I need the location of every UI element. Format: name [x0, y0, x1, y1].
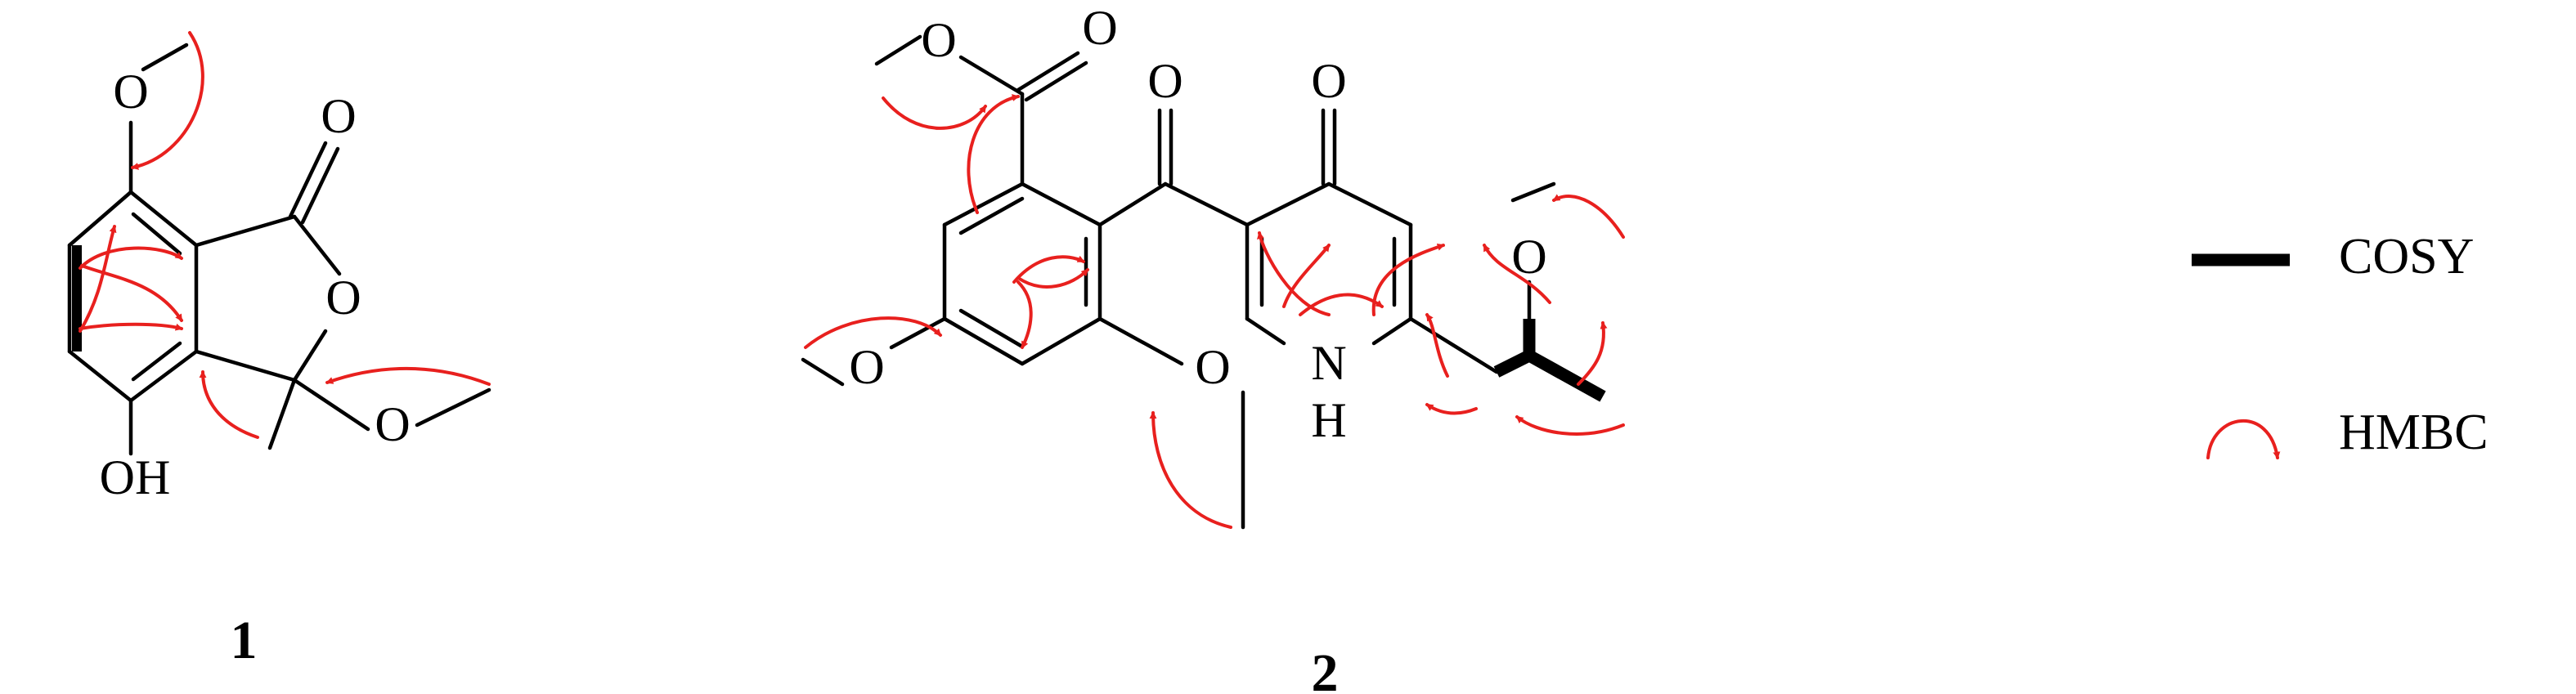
compound-1-bonds — [67, 43, 491, 456]
legend: COSY HMBC — [2192, 229, 2488, 460]
atom-h: H — [1311, 393, 1346, 447]
atom-n: N — [1311, 336, 1346, 390]
legend-cosy: COSY — [2192, 229, 2474, 284]
atom-o: O — [113, 65, 148, 119]
compound-2-label: 2 — [1312, 643, 1339, 694]
compound-1-structure: O O O O OH — [67, 31, 491, 504]
atom-o: O — [375, 397, 410, 451]
legend-hmbc-label: HMBC — [2339, 405, 2488, 460]
atom-o: O — [1082, 1, 1117, 55]
atom-o: O — [921, 13, 956, 67]
atom-o: O — [321, 89, 356, 143]
compound-2-hmbc-arrows — [804, 94, 1625, 529]
atom-o: O — [1195, 340, 1230, 394]
compound-2-cosy-bonds — [1493, 319, 1606, 402]
atom-o: O — [849, 340, 884, 394]
compound-1-hmbc-arrows — [79, 31, 491, 439]
atom-o: O — [325, 271, 361, 325]
hmbc-arrow-sample — [2206, 419, 2281, 459]
atom-oh: OH — [100, 450, 171, 504]
atom-o: O — [1147, 54, 1183, 108]
atom-o: O — [1311, 54, 1346, 108]
compound-1-atom-labels: O O O O OH — [100, 65, 411, 504]
legend-cosy-label: COSY — [2339, 229, 2474, 284]
compound-2-bonds — [801, 34, 1556, 530]
legend-hmbc: HMBC — [2206, 405, 2488, 460]
compound-1-label: 1 — [231, 611, 258, 670]
